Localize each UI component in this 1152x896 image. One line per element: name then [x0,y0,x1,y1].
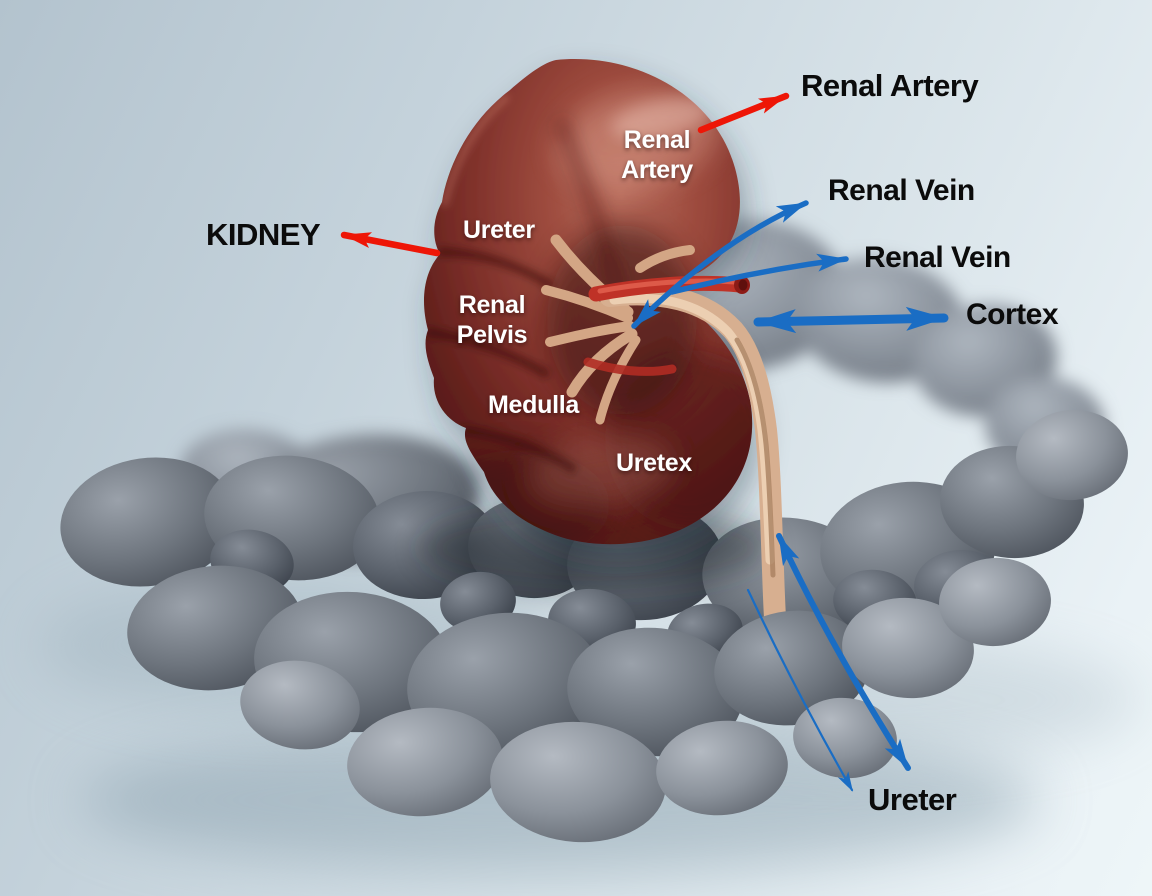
stones-front [127,557,1051,843]
renal-vessel-lower [583,357,677,376]
stone [347,707,503,817]
kidney-label-renal-pelvis: Renal Pelvis [444,290,540,350]
kidney-label-medulla: Medulla [488,391,579,419]
stone [490,721,666,843]
kidney-label-ureter: Ureter [463,216,535,244]
arrow-cortex [753,306,949,334]
label-kidney: KIDNEY [206,217,321,252]
stone [240,660,360,750]
label-cortex: Cortex [966,298,1059,331]
kidney-label-renal-artery: Renal Artery [607,125,707,185]
ureter-tube-shade [734,337,776,578]
annotation-arrows [340,92,949,792]
kidney-label-renal-artery-line1: Renal [623,126,691,154]
kidney-label-renal-pelvis-line2: Pelvis [456,321,528,349]
arrow-kidney [340,231,441,257]
stone [567,627,743,757]
arrow-renal-vein-lower [669,253,849,295]
kidney-label-renal-pelvis-line1: Renal [458,291,526,319]
stone [60,457,236,587]
stone [939,557,1051,647]
stone [1016,409,1128,501]
kidney-label-renal-artery-line2: Artery [621,156,693,184]
label-ureter: Ureter [868,782,957,817]
kidney-label-uretex: Uretex [616,449,693,477]
artery-cut-end-inner [738,279,748,291]
label-renal-vein-upper: Renal Vein [828,174,975,207]
label-renal-vein-lower: Renal Vein [864,241,1011,274]
label-renal-artery: Renal Artery [801,68,979,103]
arrow-renal-artery [697,92,790,134]
arrow-ureter-thin [746,588,854,792]
arrow-renal-vein-upper [631,200,809,329]
arrow-ureter-thick [776,533,911,771]
stone [656,720,788,816]
